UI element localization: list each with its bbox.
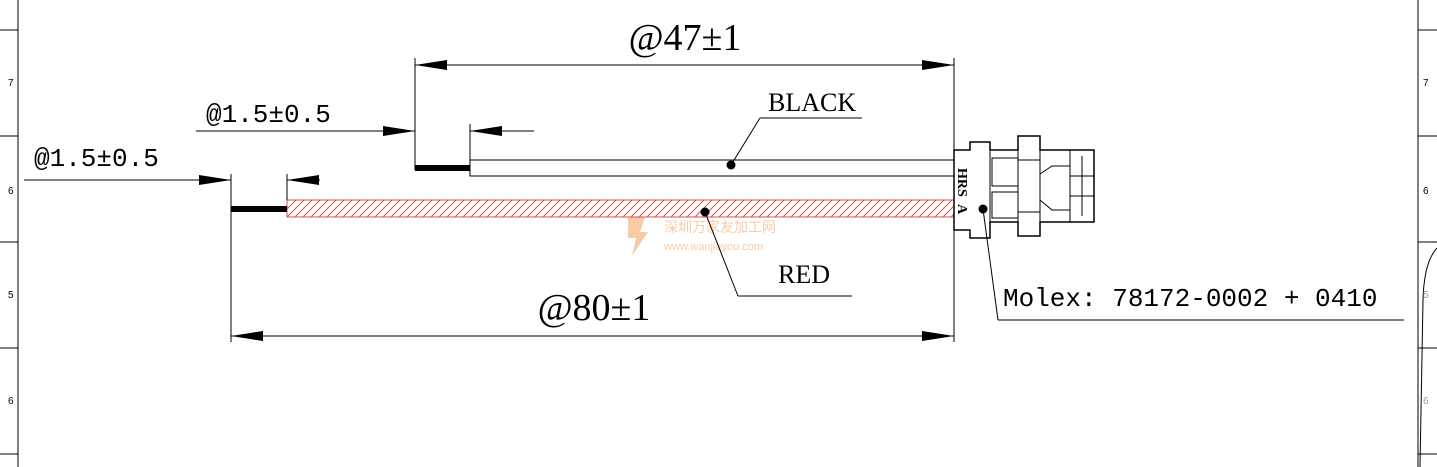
leader-red: RED	[700, 207, 852, 297]
black-wire	[415, 159, 955, 177]
connector-housing-mark: A	[954, 204, 969, 215]
molex-connector: HRS A	[953, 135, 1095, 239]
dimension-red-strip: @1.5±0.5	[24, 144, 320, 342]
connector-housing-mark: HRS	[954, 168, 969, 197]
dimension-black-strip: @1.5±0.5	[196, 100, 534, 160]
watermark: 深圳万家友加工网 www.wanjiayou.com	[628, 214, 776, 256]
watermark-url: www.wanjiayou.com	[663, 241, 763, 253]
dimension-black-strip-label: @1.5±0.5	[206, 100, 331, 130]
left-zone-label: 7	[8, 78, 14, 89]
watermark-text: 深圳万家友加工网	[664, 219, 776, 235]
dimension-black-length-label: @47±1	[629, 17, 742, 59]
dimension-total-length-label: @80±1	[538, 287, 651, 329]
red-wire-stripped-conductor	[231, 206, 287, 212]
black-wire-stripped-conductor	[415, 165, 470, 171]
right-zone-label: 7	[1423, 78, 1429, 89]
red-wire-label: RED	[778, 260, 830, 289]
leader-black: BLACK	[726, 88, 862, 170]
black-wire-label: BLACK	[768, 88, 856, 117]
leader-molex: Molex: 78172-0002 + 0410	[978, 204, 1404, 321]
dimension-total-length: @80±1	[231, 230, 955, 342]
right-zone-label: 6	[1423, 396, 1429, 407]
right-zone-label: 6	[1423, 186, 1429, 197]
watermark-logo-icon	[628, 214, 648, 256]
right-zone-label: 5	[1423, 290, 1429, 301]
left-zone-label: 5	[8, 290, 14, 301]
left-zone-label: 6	[8, 186, 14, 197]
red-wire	[231, 199, 955, 218]
connector-callout: Molex: 78172-0002 + 0410	[1003, 284, 1377, 314]
left-zone-label: 6	[8, 396, 14, 407]
dimension-black-length: @47±1	[414, 17, 955, 170]
dimension-red-strip-label: @1.5±0.5	[34, 144, 159, 174]
